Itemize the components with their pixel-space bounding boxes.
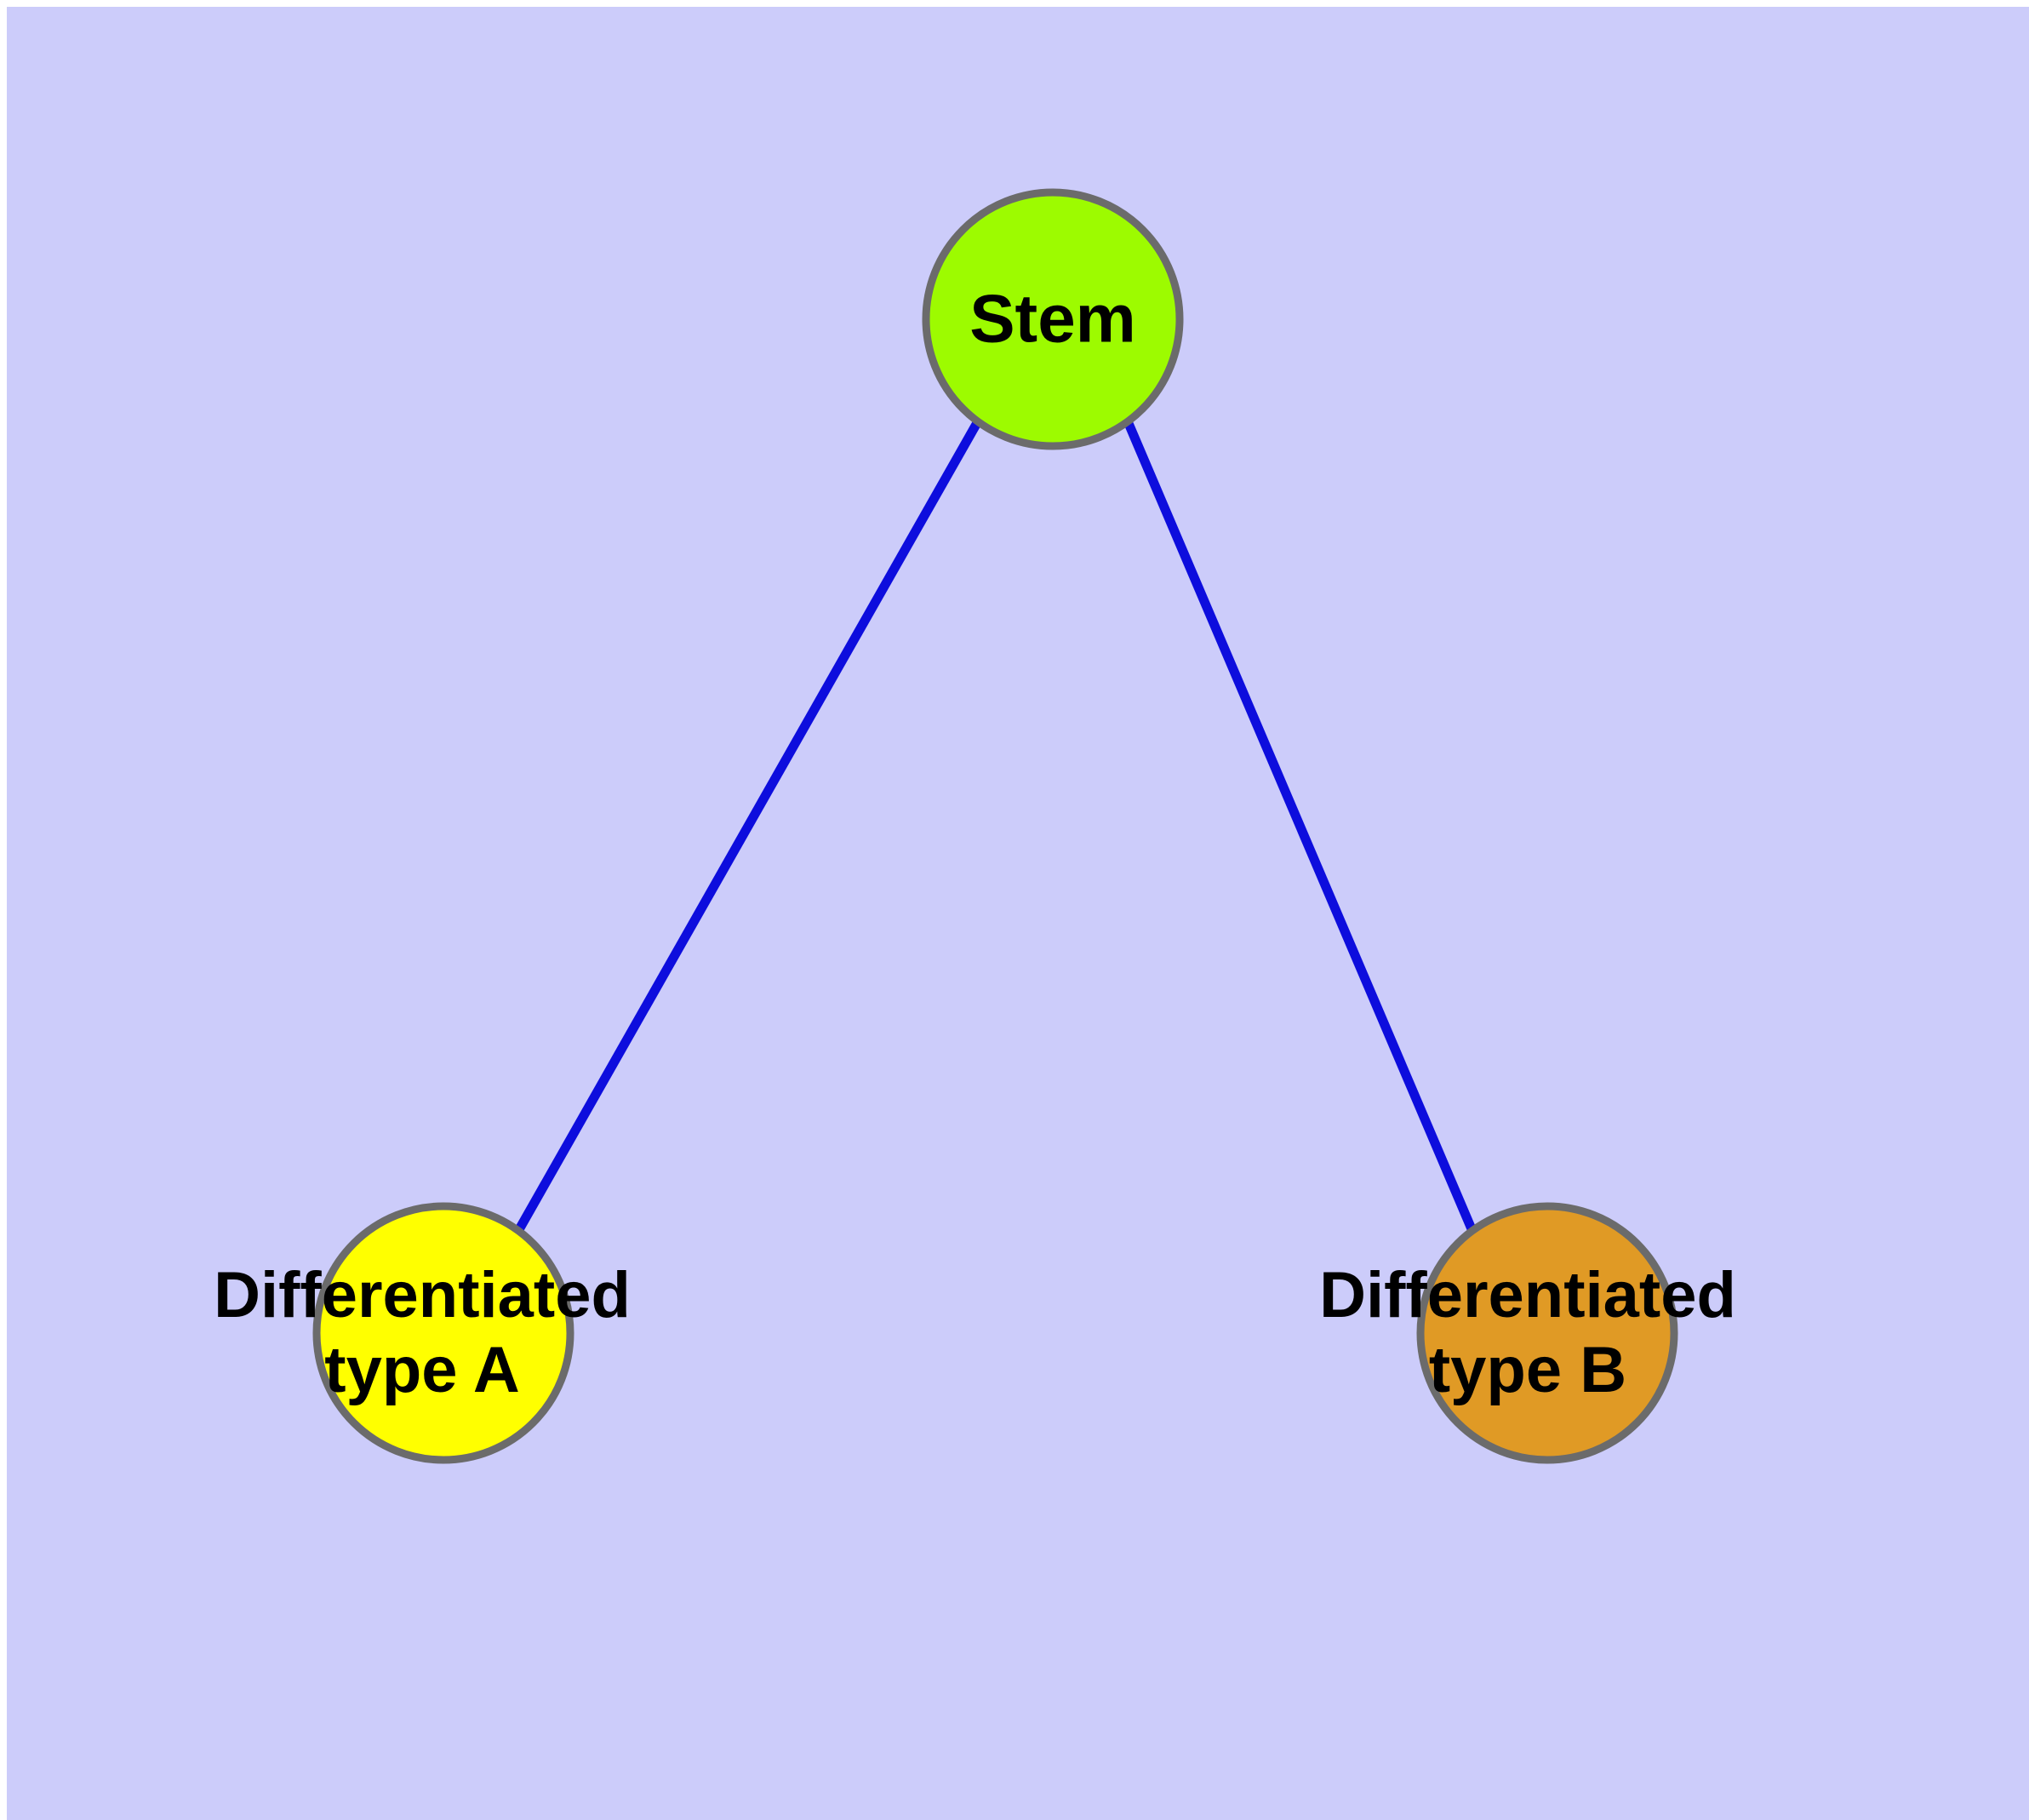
node-differentiated-type-b[interactable] xyxy=(1416,1202,1678,1464)
edge-layer xyxy=(514,419,1477,1233)
edge-stem-to-differentiated-type-b xyxy=(1123,419,1477,1233)
node-differentiated-type-a[interactable] xyxy=(312,1202,574,1464)
node-stem[interactable] xyxy=(922,188,1184,450)
node-layer xyxy=(312,188,1678,1464)
edge-stem-to-differentiated-type-a xyxy=(514,419,982,1233)
